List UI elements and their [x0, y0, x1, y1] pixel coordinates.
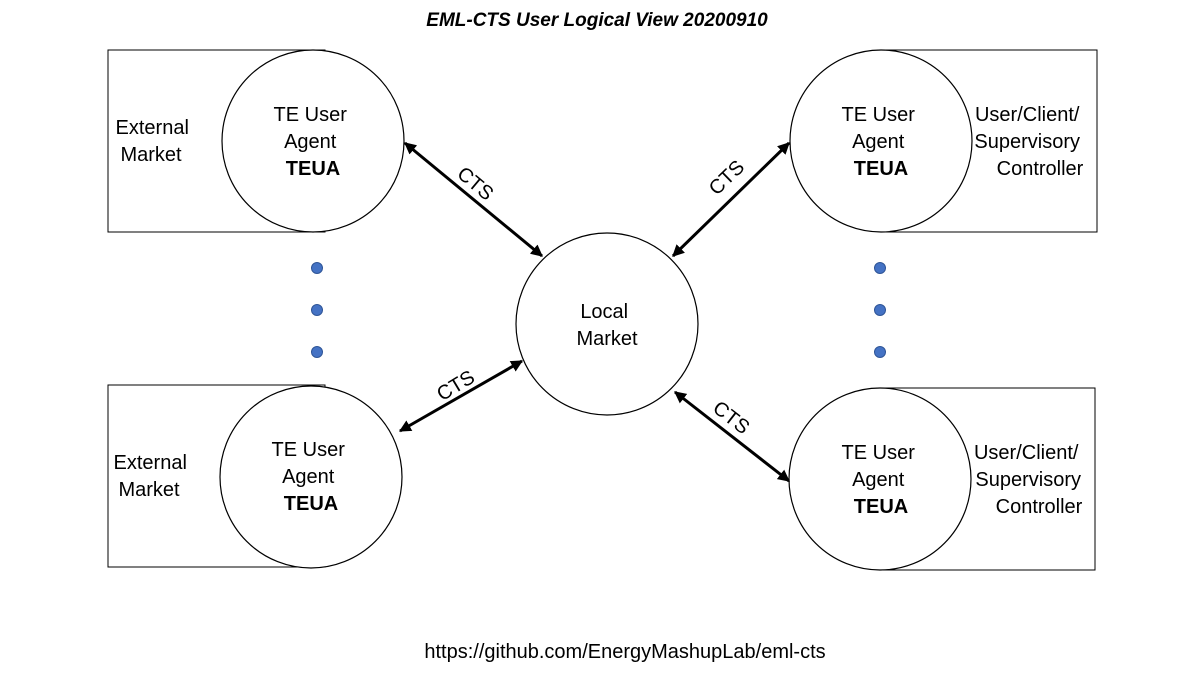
teua-label-line: Agent: [282, 466, 335, 488]
cts-label-bottom-right: CTS: [708, 397, 753, 439]
cts-label-top-right: CTS: [705, 156, 749, 200]
box-label-top-right: User/Client/ Supervisory Controller: [974, 104, 1085, 180]
box-label-line: User/Client/: [974, 442, 1079, 464]
box-label-bottom-left: External Market: [114, 452, 193, 501]
teua-label-line: TEUA: [854, 158, 908, 180]
box-label-line: External: [116, 117, 189, 139]
cts-link-bottom-left: [398, 359, 524, 433]
box-label-line: Controller: [997, 158, 1084, 180]
ellipsis-dot: [311, 304, 323, 316]
box-label-line: User/Client/: [975, 104, 1080, 126]
box-label-line: Market: [118, 479, 180, 501]
box-label-line: Supervisory: [974, 131, 1080, 153]
teua-label-bottom-left: TE User Agent TEUA: [272, 439, 351, 515]
teua-label-line: Agent: [852, 469, 905, 491]
cts-link-top-left: [404, 141, 543, 258]
box-label-line: External: [114, 452, 187, 474]
teua-label-line: TE User: [272, 439, 346, 461]
teua-label-line: TEUA: [286, 158, 340, 180]
cts-link-bottom-right: [674, 390, 790, 483]
teua-label-line: Agent: [284, 131, 337, 153]
teua-label-top-right: TE User Agent TEUA: [842, 104, 921, 180]
teua-node-top-left: [221, 49, 405, 233]
local-market-label: Local Market: [576, 301, 638, 350]
box-label-line: Market: [120, 144, 182, 166]
box-label-line: Controller: [996, 496, 1083, 518]
teua-label-line: TE User: [842, 104, 916, 126]
box-label-top-left: External Market: [116, 117, 195, 166]
local-market-label-line: Market: [576, 328, 638, 350]
teua-label-line: TEUA: [284, 493, 338, 515]
box-label-bottom-right: User/Client/ Supervisory Controller: [974, 442, 1087, 518]
teua-label-bottom-right: TE User Agent TEUA: [842, 442, 921, 518]
box-label-line: Supervisory: [975, 469, 1081, 491]
diagram-title: EML-CTS User Logical View 20200910: [426, 10, 768, 31]
local-market-node: [515, 232, 699, 416]
teua-node-top-right: [789, 49, 973, 233]
teua-label-line: TE User: [842, 442, 916, 464]
ellipsis-dot: [311, 346, 323, 358]
cts-link-top-right: [671, 141, 791, 258]
teua-label-line: TEUA: [854, 496, 908, 518]
ellipsis-dot: [874, 304, 886, 316]
teua-node-bottom-left: [219, 385, 403, 569]
local-market-label-line: Local: [580, 301, 628, 323]
teua-label-line: Agent: [852, 131, 905, 153]
ellipsis-dot: [874, 262, 886, 274]
ellipsis-dot: [874, 346, 886, 358]
ellipsis-dot: [311, 262, 323, 274]
repo-url: https://github.com/EnergyMashupLab/eml-c…: [424, 641, 825, 663]
teua-label-line: TE User: [274, 104, 348, 126]
teua-label-top-left: TE User Agent TEUA: [274, 104, 353, 180]
